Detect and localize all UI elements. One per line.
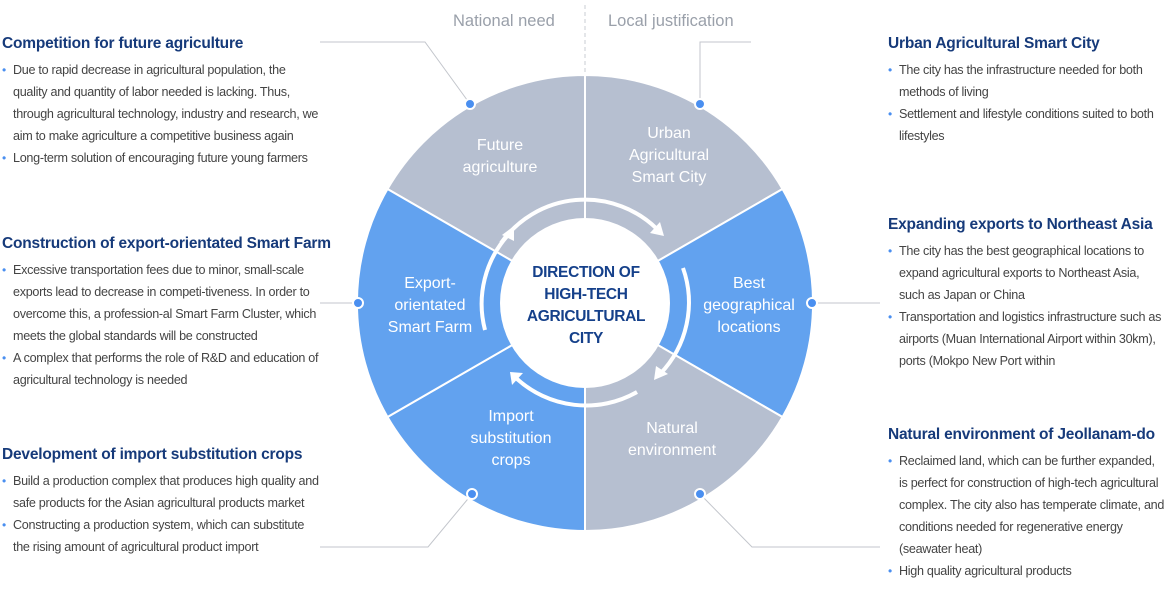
label-future-agriculture: Future agriculture: [462, 137, 538, 176]
label-import-substitution: Import substitution crops: [470, 408, 552, 469]
cycle-arrowhead-bottom: [510, 372, 523, 385]
bullet-item: Settlement and lifestyle conditions suit…: [888, 103, 1166, 147]
block-title: Natural environment of Jeollanam-do: [888, 426, 1155, 443]
cycle-arrowhead-right: [654, 366, 668, 380]
cycle-arrow-left: [479, 232, 511, 331]
bullet-list: Excessive transportation fees due to min…: [2, 259, 320, 391]
bullet-item: Long-term solution of encouraging future…: [2, 147, 320, 169]
center-title: DIRECTION OF HIGH-TECH AGRICULTURAL CITY: [526, 264, 646, 347]
block-title: Development of import substitution crops: [2, 446, 303, 463]
bullet-list: The city has the best geographical locat…: [888, 240, 1166, 372]
label-export-smart-farm: Export- orientated Smart Farm: [387, 275, 473, 336]
label-best-locations: Best geographical locations: [703, 275, 795, 336]
cycle-arrow-bottom: [514, 376, 638, 408]
bullet-list: Reclaimed land, which can be further exp…: [888, 450, 1166, 582]
cycle-arrow-right: [658, 267, 691, 376]
bullet-item: The city has the best geographical locat…: [888, 240, 1166, 306]
block-title: Construction of export-orientated Smart …: [2, 235, 331, 252]
block-import-substitution: Development of import substitution crops…: [2, 446, 320, 558]
block-urban-smart-city: Urban Agricultural Smart City The city h…: [888, 35, 1166, 147]
dot-top-right: [694, 98, 706, 110]
connector-bottom-right: [699, 493, 880, 548]
dot-bottom-right: [694, 488, 706, 500]
block-title: Expanding exports to Northeast Asia: [888, 216, 1153, 233]
header-local-justification: Local justification: [608, 12, 734, 30]
bullet-item: High quality agricultural products: [888, 560, 1166, 582]
block-natural-environment: Natural environment of Jeollanam-do Recl…: [888, 426, 1166, 582]
connector-top-left: [320, 41, 471, 105]
dot-bottom-left: [466, 488, 478, 500]
center-circle: [500, 218, 670, 388]
block-export-smart-farm: Construction of export-orientated Smart …: [2, 235, 331, 391]
dot-mid-left: [352, 297, 364, 309]
dot-top-left: [464, 98, 476, 110]
dot-mid-right: [806, 297, 818, 309]
connector-bottom-left: [320, 493, 473, 548]
bullet-item: Reclaimed land, which can be further exp…: [888, 450, 1166, 560]
header-national-need: National need: [453, 12, 555, 30]
bullet-item: Build a production complex that produces…: [2, 470, 320, 514]
bullet-item: Transportation and logistics infrastruct…: [888, 306, 1166, 372]
cycle-arrowhead-top: [650, 222, 664, 236]
bullet-item: A complex that performs the role of R&D …: [2, 347, 320, 391]
bullet-item: The city has the infrastructure needed f…: [888, 59, 1166, 103]
bullet-item: Excessive transportation fees due to min…: [2, 259, 320, 347]
bullet-list: Due to rapid decrease in agricultural po…: [2, 59, 320, 169]
cycle-arrowhead-left: [502, 226, 514, 241]
block-competition-future-agriculture: Competition for future agriculture Due t…: [2, 35, 320, 169]
bullet-list: The city has the infrastructure needed f…: [888, 59, 1166, 147]
label-natural-environment: Natural environment: [627, 420, 717, 459]
connector-top-right: [699, 41, 751, 104]
cycle-arrow-top: [499, 197, 659, 245]
block-title: Competition for future agriculture: [2, 35, 244, 52]
bullet-item: Due to rapid decrease in agricultural po…: [2, 59, 320, 147]
bullet-list: Build a production complex that produces…: [2, 470, 320, 558]
bullet-item: Constructing a production system, which …: [2, 514, 320, 558]
label-urban-smart-city: Urban Agricultural Smart City: [628, 125, 710, 186]
block-title: Urban Agricultural Smart City: [888, 35, 1100, 52]
block-expanding-exports: Expanding exports to Northeast Asia The …: [888, 216, 1166, 372]
